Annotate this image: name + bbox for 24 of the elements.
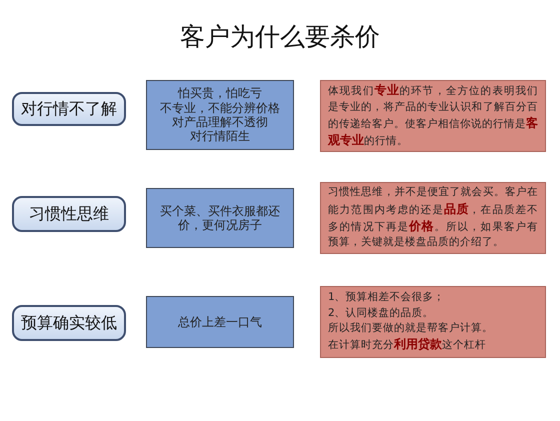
reason-text: 不专业，不能分辨价格 [160,100,280,115]
reason-text: 对行情陌生 [190,129,250,144]
topic-label: 对行情不了解 [21,98,117,120]
response-text: 在计算时充分利用贷款这个杠杆 [328,336,487,354]
topic-label: 预算确实较低 [21,312,117,334]
reason-text: 买个菜、买件衣服都还价，更何况房子 [159,204,281,232]
response-box [320,286,546,358]
reason-text: 怕买贵，怕吃亏 [178,86,262,101]
response-text: 体现我们专业的环节，全方位的表明我们是专业的，将产品的专业认识和了解百分百的传递给客户。使客户相信你说的行情是客观专业的行情。 [328,82,538,150]
reason-text: 总价上差一口气 [178,314,262,330]
topic-box [12,92,126,126]
reason-box [146,80,294,150]
response-text: 习惯性思维，并不是便宜了就会买。客户在能力范围内考虑的还是品质，在品质差不多的情况下再是价格。所以，如果客户有预算，关键就是楼盘品质的介绍了。 [328,185,538,250]
response-box [320,182,546,254]
topic-box [12,196,126,232]
topic-label: 习惯性思维 [29,204,109,224]
title: 客户为什么要杀价 [179,21,381,53]
reason-text: 对产品理解不透彻 [172,115,268,130]
response-text: 所以我们要做的就是帮客户计算。 [328,320,494,336]
response-text: 1、预算相差不会很多； [328,290,446,306]
reason-box [146,296,294,348]
reason-box [146,188,294,248]
topic-box [12,305,126,341]
response-text: 2、认同楼盘的品质。 [328,306,435,321]
